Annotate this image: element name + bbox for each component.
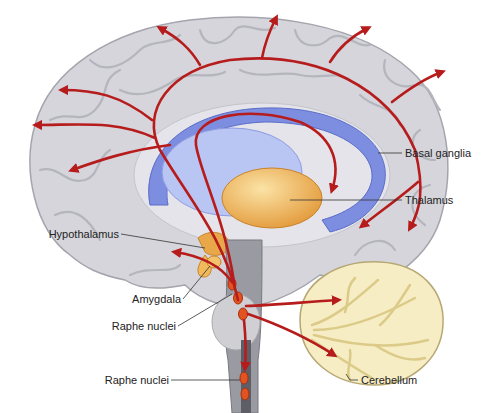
part-label: Thalamus: [405, 194, 453, 207]
raphe-nuclei: [228, 278, 249, 400]
part-label: Hypothalamus: [49, 228, 119, 241]
cerebellum: [300, 262, 443, 385]
gyri: [40, 26, 440, 275]
part-label: Raphe nuclei: [105, 374, 169, 387]
arbor-vitae: [312, 278, 428, 380]
part-label: Raphe nuclei: [112, 320, 176, 333]
thalamus: [222, 168, 322, 228]
part-label: Basal ganglia: [405, 147, 471, 160]
pathway-arrows: [36, 18, 442, 368]
part-label: Amygdala: [132, 293, 181, 306]
basal-ganglia: [149, 108, 386, 232]
part-label: Cerebellum: [361, 374, 417, 387]
leader-lines: [121, 153, 402, 380]
